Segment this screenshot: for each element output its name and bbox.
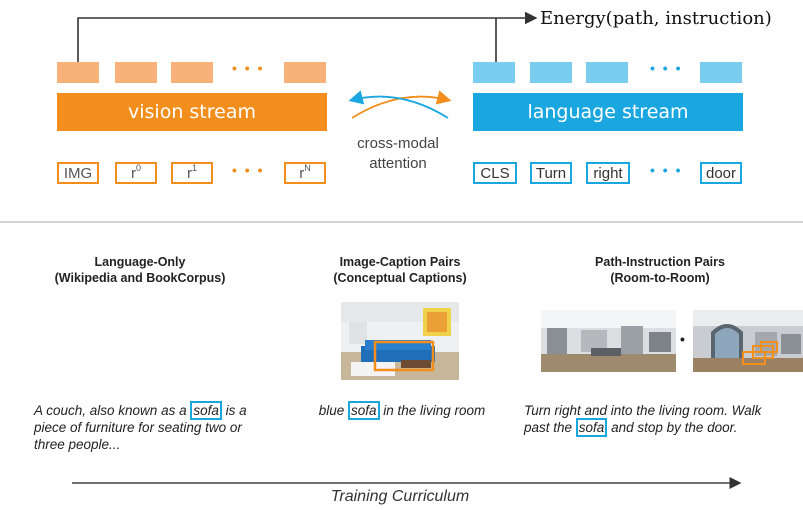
sofa-bounding-box [760,341,778,353]
sofa-bounding-box [373,340,435,372]
cross-modal-line2: attention [369,155,427,172]
example-text-image-caption: blue sofa in the living room [318,401,486,420]
language-token-right: right [586,162,630,184]
cross-arrow-to-vision [348,90,449,119]
cross-modal-attention-label: cross-modal attention [338,134,458,174]
language-output-token [700,62,742,83]
language-token-ellipsis: • • • [650,162,683,178]
vision-output-token [115,62,157,83]
vision-output-ellipsis: • • • [232,60,265,76]
vision-token-img: IMG [57,162,99,184]
path-instruction-line1: Turn right and into the living room. Wal… [524,403,762,418]
language-output-token [530,62,572,83]
column-title-path-instruction: Path-Instruction Pairs(Room-to-Room) [595,255,725,285]
example-text-language-only: A couch, also known as a sofa is a piece… [34,401,247,452]
cross-arrow-to-language [351,90,452,119]
column-title-image-caption: Image-Caption Pairs(Conceptual Captions) [333,255,467,285]
sofa-highlight: sofa [347,401,380,420]
training-curriculum-label: Training Curriculum [330,488,470,505]
column-title-language-only: Language-Only(Wikipedia and BookCorpus) [54,255,226,285]
language-token-cls: CLS [473,162,517,184]
energy-label: Energy(path, instruction) [540,8,772,29]
language-output-token [473,62,515,83]
panorama-start [541,310,676,372]
energy-connector [77,11,538,62]
sofa-bounding-box [742,351,766,365]
language-stream: language stream [473,93,743,131]
example-text-path-instruction-line2: past the sofa and stop by the door. [524,418,738,437]
cross-modal-line1: cross-modal [357,135,439,152]
language-token-door: door [700,162,742,184]
living-room-image [341,302,459,380]
sofa-highlight: sofa [190,401,222,420]
vision-output-token [171,62,213,83]
vision-token-ellipsis: • • • [232,162,265,178]
vision-stream: vision stream [57,93,327,131]
language-output-token [586,62,628,83]
sofa-highlight: sofa [575,418,608,437]
example-text-path-instruction: Turn right and into the living room. Wal… [524,402,803,419]
vision-output-token [57,62,99,83]
language-token-turn: Turn [530,162,572,184]
panorama-end [693,310,803,372]
vision-output-token [284,62,326,83]
language-output-ellipsis: • • • [650,60,683,76]
